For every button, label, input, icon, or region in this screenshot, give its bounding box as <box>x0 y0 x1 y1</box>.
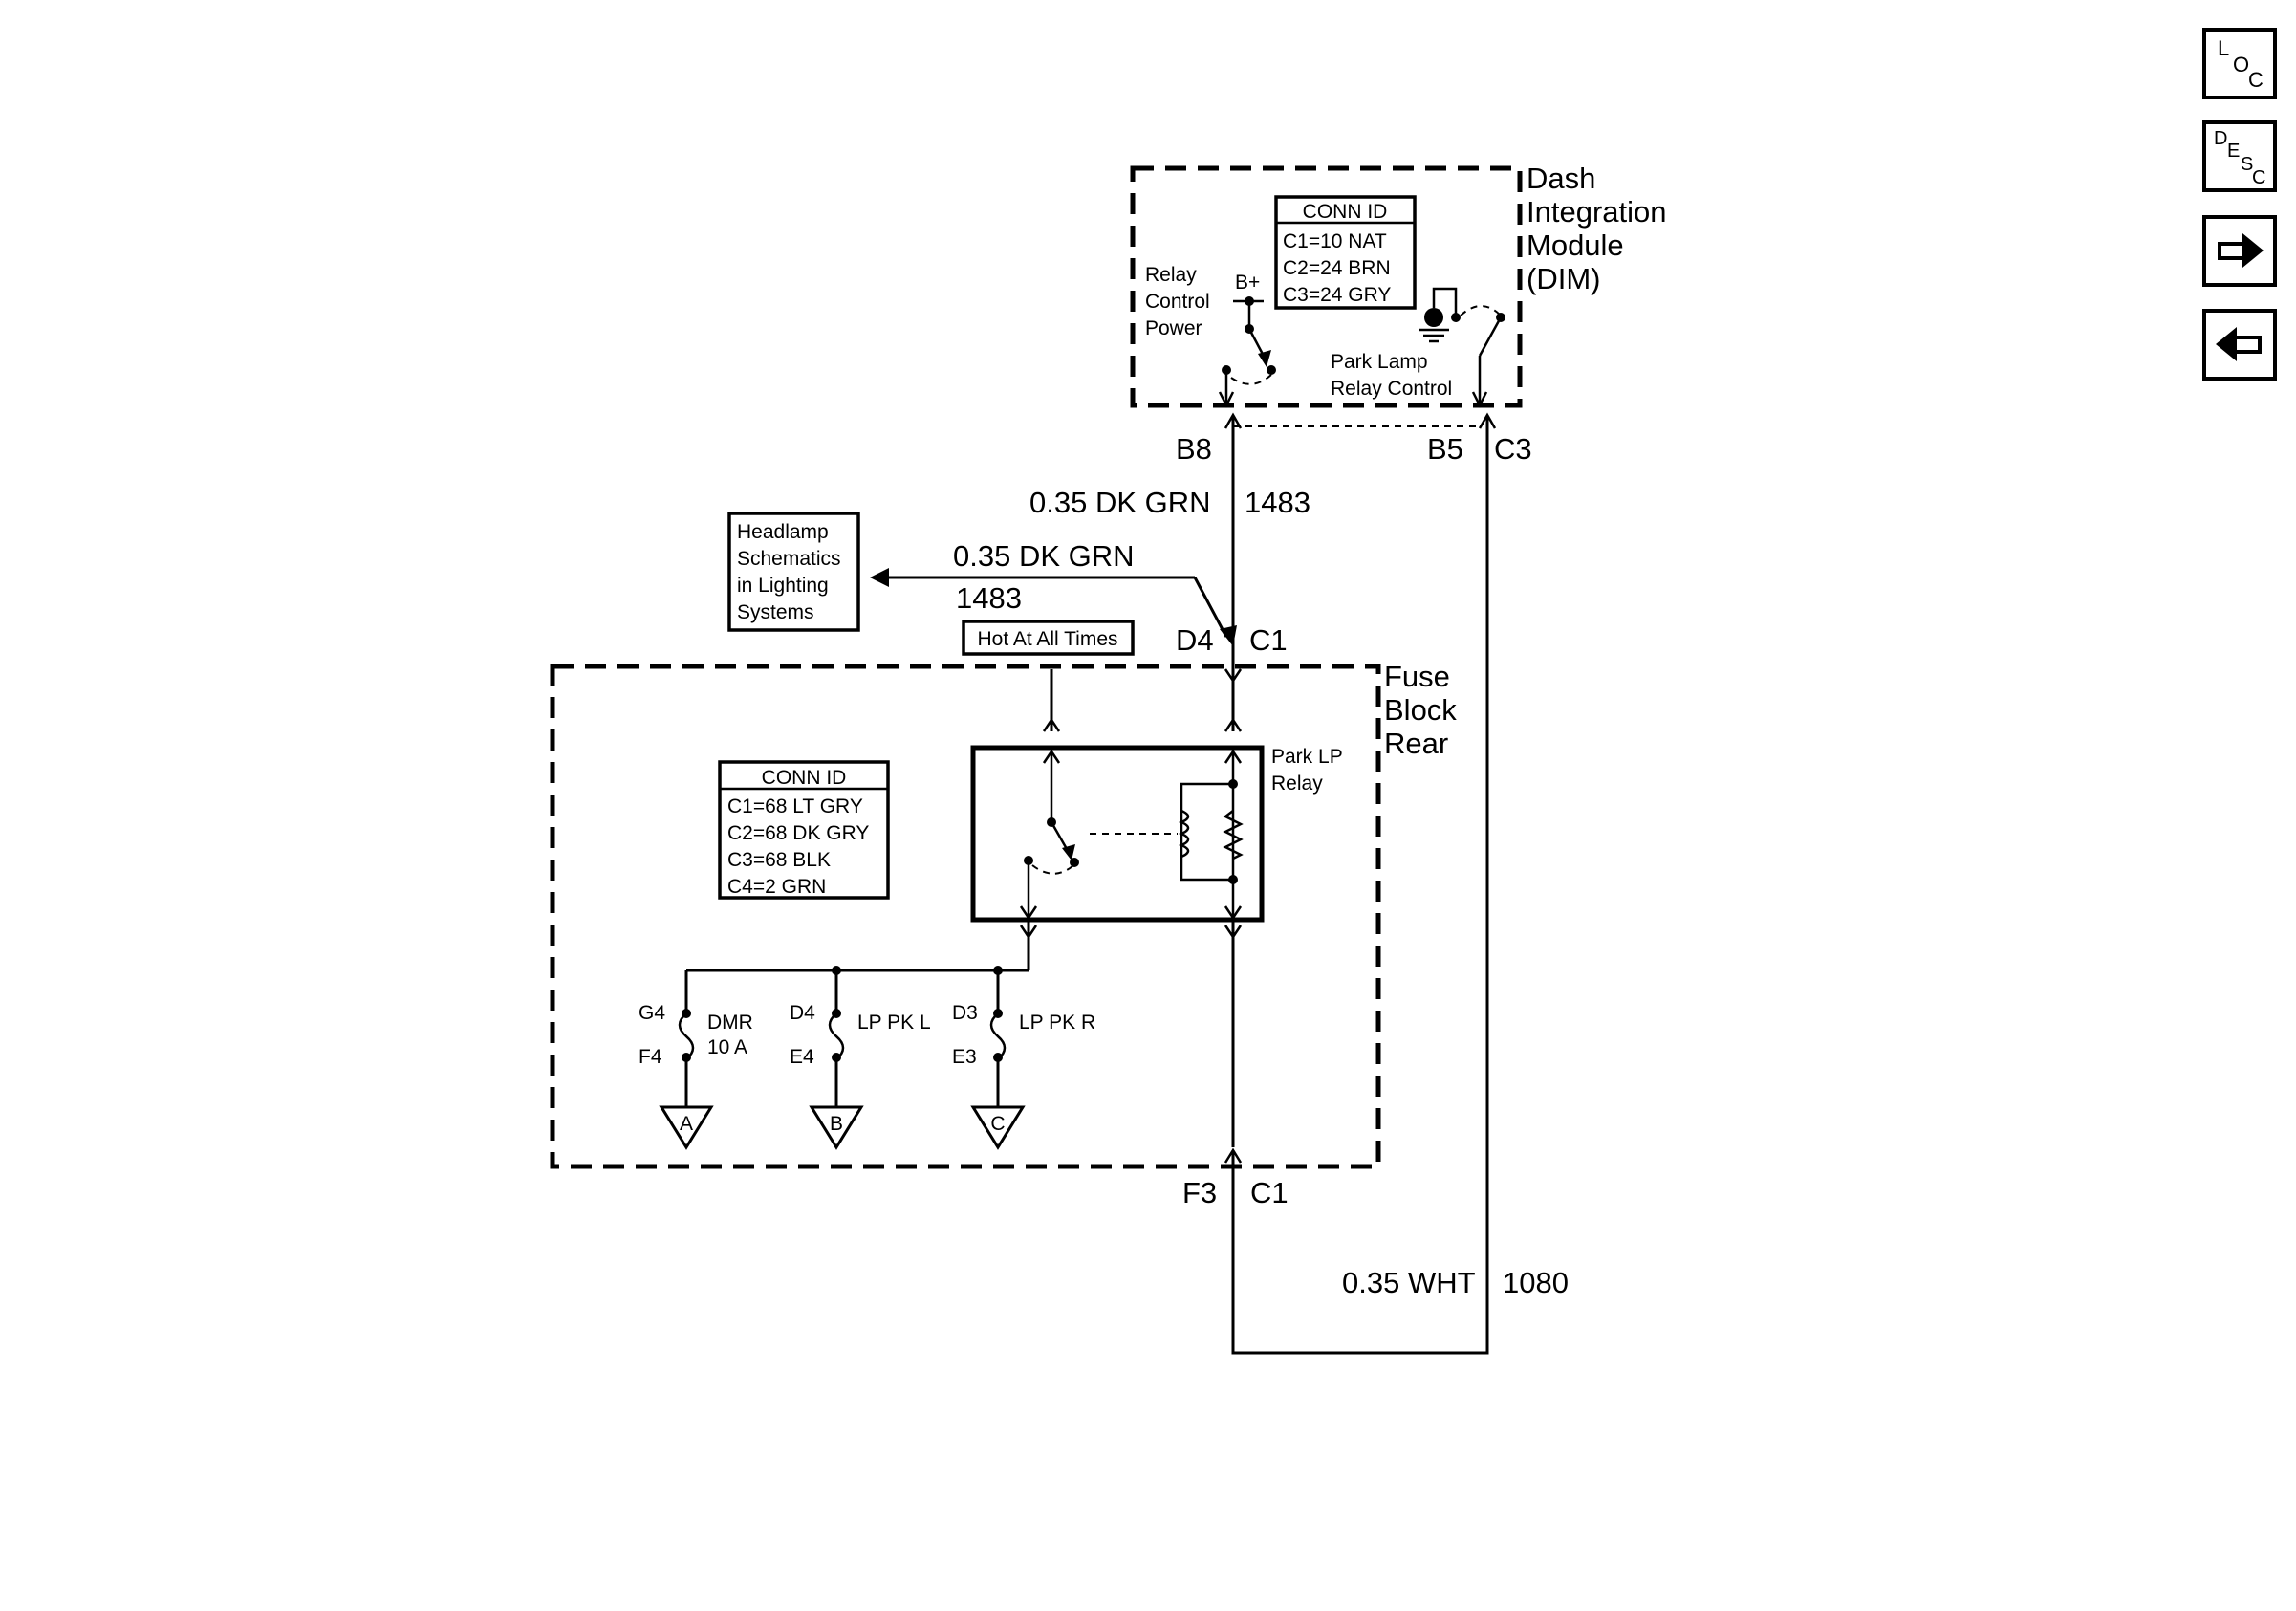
resistor-icon <box>1223 810 1244 860</box>
loc-button[interactable]: L O C <box>2202 28 2277 99</box>
headlamp-ref-line: Schematics <box>737 548 841 570</box>
wire-gauge-dk-grn-branch: 0.35 DK GRN <box>953 539 1135 573</box>
fuse-icon <box>828 1012 845 1060</box>
fuse-name: DMR <box>707 1012 753 1034</box>
desc-letter: S <box>2241 154 2253 175</box>
headlamp-ref-line: Headlamp <box>737 521 829 543</box>
pin-b8: B8 <box>1176 432 1212 466</box>
fuse-dmr: A G4 F4 DMR 10 A <box>639 970 753 1150</box>
pin-b5: B5 <box>1427 432 1463 466</box>
fuse-bottom-pin: E3 <box>952 1046 977 1068</box>
headlamp-ref-line: Systems <box>737 601 814 623</box>
fuse-top-pin: G4 <box>639 1002 665 1024</box>
desc-button[interactable]: D E S C <box>2202 120 2277 192</box>
fuse-ref-letter: A <box>680 1113 693 1135</box>
pin-c1-bottom: C1 <box>1250 1176 1289 1209</box>
previous-page-button[interactable] <box>2202 309 2277 381</box>
b-plus-label: B+ <box>1235 272 1260 294</box>
fuse-name: LP PK R <box>1019 1012 1095 1034</box>
fuse-rating: 10 A <box>707 1036 747 1058</box>
fuse-bottom-pin: F4 <box>639 1046 662 1068</box>
relay-control-power-label: Power <box>1145 317 1202 339</box>
dim-name-line-1: Dash <box>1527 162 1595 195</box>
fuse-conn-id-row: C2=68 DK GRY <box>727 822 869 844</box>
fuse-bottom-pin: E4 <box>790 1046 814 1068</box>
fuse-icon <box>678 1012 695 1060</box>
relay-coil-icon <box>1178 809 1190 859</box>
park-lamp-relay-control-label: Relay Control <box>1331 378 1452 400</box>
fuse-ref-letter: B <box>830 1113 843 1135</box>
fuse-lp-pk-r: C D3 E3 LP PK R <box>952 970 1095 1150</box>
pin-c3: C3 <box>1494 432 1532 466</box>
fuse-conn-id-row: C4=2 GRN <box>727 876 826 898</box>
fuse-lp-pk-l: B D4 E4 LP PK L <box>790 970 931 1150</box>
dim-conn-id-title: CONN ID <box>1303 201 1388 223</box>
fuse-conn-id-title: CONN ID <box>762 767 847 789</box>
loc-letter: C <box>2248 68 2264 92</box>
dim-name-line-4: (DIM) <box>1527 262 1600 295</box>
loc-letter: O <box>2233 53 2249 76</box>
pin-c1-top: C1 <box>1249 623 1288 657</box>
ground-icon <box>1424 308 1443 327</box>
next-page-button[interactable] <box>2202 215 2277 287</box>
fuse-block-name-line: Rear <box>1384 727 1448 760</box>
fuse-block-name-line: Block <box>1384 693 1457 727</box>
desc-letter: D <box>2214 128 2227 149</box>
fuse-top-pin: D4 <box>790 1002 815 1024</box>
arrow-left-icon <box>870 568 889 587</box>
dim-boundary <box>1130 165 1523 408</box>
pin-d4: D4 <box>1176 623 1214 657</box>
fuse-block-boundary <box>550 664 1381 1169</box>
dim-conn-id-row: C3=24 GRY <box>1283 284 1391 306</box>
loc-letter: L <box>2218 36 2229 60</box>
relay-label-line: Park LP <box>1271 746 1343 768</box>
headlamp-ref-line: in Lighting <box>737 575 829 597</box>
wire-circuit-1080: 1080 <box>1503 1266 1569 1299</box>
fuse-top-pin: D3 <box>952 1002 978 1024</box>
dim-conn-id-row: C2=24 BRN <box>1283 257 1391 279</box>
headlamp-schematics-reference[interactable]: Headlamp Schematics in Lighting Systems <box>727 512 860 632</box>
relay-control-power-label: Control <box>1145 291 1210 313</box>
wire-circuit-1483-branch: 1483 <box>956 581 1022 615</box>
hot-at-all-times-box <box>962 620 1135 656</box>
dim-name-line-2: Integration <box>1527 195 1667 229</box>
dim-conn-id-table: CONN ID C1=10 NAT C2=24 BRN C3=24 GRY <box>1274 195 1417 310</box>
fuse-conn-id-table: CONN ID C1=68 LT GRY C2=68 DK GRY C3=68 … <box>718 760 890 900</box>
fuse-conn-id-row: C3=68 BLK <box>727 849 831 871</box>
wire-gauge-dk-grn: 0.35 DK GRN <box>1029 486 1211 519</box>
wire-gauge-wht: 0.35 WHT <box>1342 1266 1476 1299</box>
fuse-ref-letter: C <box>990 1113 1005 1135</box>
desc-letter: E <box>2227 141 2240 162</box>
hot-at-all-times-label: Hot At All Times <box>977 628 1117 650</box>
fuse-block-rear: Fuse Block Rear CONN ID C1=68 LT GRY C2=… <box>550 660 1457 1169</box>
dim-conn-id-row: C1=10 NAT <box>1283 230 1387 252</box>
fuse-name: LP PK L <box>857 1012 931 1034</box>
right-arrow-icon <box>2218 233 2264 268</box>
wire-circuit-1483: 1483 <box>1245 486 1310 519</box>
dim-module: Dash Integration Module (DIM) CONN ID C1… <box>1130 162 1667 408</box>
dim-name-line-3: Module <box>1527 229 1624 262</box>
fuse-block-name-line: Fuse <box>1384 660 1450 693</box>
pin-f3: F3 <box>1182 1176 1217 1209</box>
left-arrow-icon <box>2216 327 2262 361</box>
fuse-icon <box>989 1012 1007 1060</box>
relay-control-power-label: Relay <box>1145 264 1197 286</box>
park-lamp-relay-control-label: Park Lamp <box>1331 351 1428 373</box>
desc-letter: C <box>2252 167 2265 188</box>
fuse-conn-id-row: C1=68 LT GRY <box>727 795 863 817</box>
relay-label-line: Relay <box>1271 773 1323 795</box>
park-lp-relay: Park LP Relay <box>970 745 1343 923</box>
